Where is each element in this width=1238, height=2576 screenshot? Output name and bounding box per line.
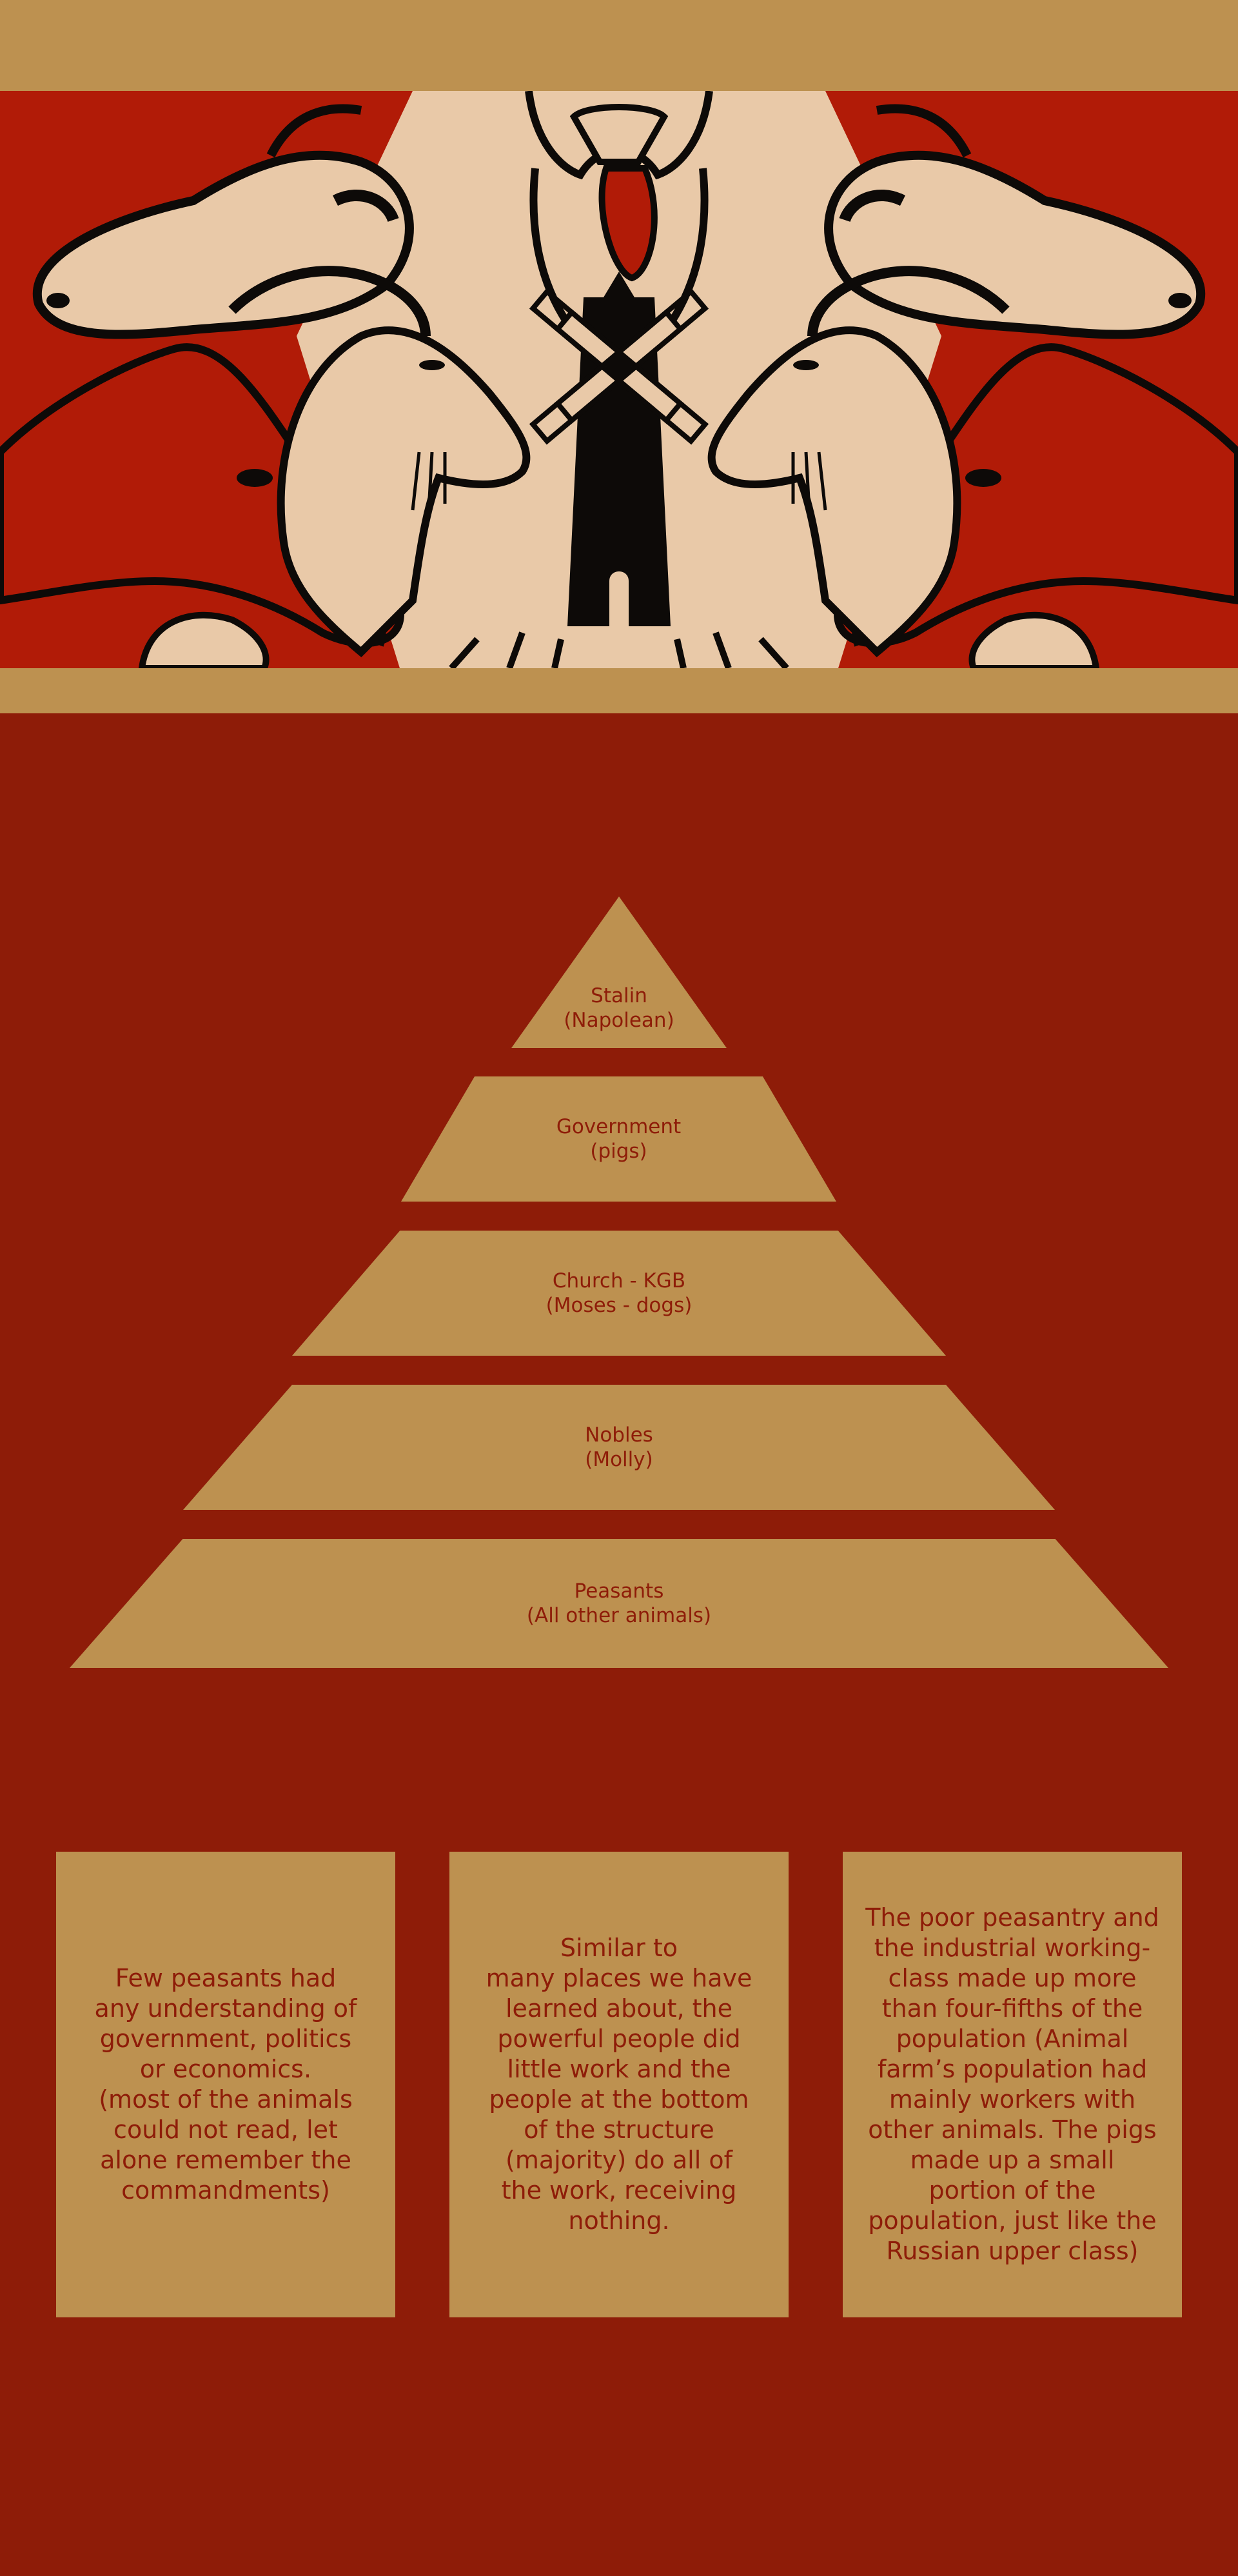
cow-icon <box>824 104 1206 339</box>
card-text: Similar to many places we have learned a… <box>486 1934 752 2235</box>
tier-subtitle: (Moses - dogs) <box>545 1294 693 1317</box>
info-card-power-structure: Similar to many places we have learned a… <box>449 1852 789 2317</box>
tier-subtitle: (Napolean) <box>564 1008 674 1032</box>
tier-subtitle: (All other animals) <box>526 1604 712 1627</box>
cow-icon <box>32 104 414 339</box>
pyramid-tier-stalin: Stalin (Napolean) <box>511 897 727 1048</box>
bottom-band <box>0 668 1238 713</box>
tier-title: Nobles <box>585 1423 653 1447</box>
top-band <box>0 0 1238 91</box>
windmill-icon <box>529 272 709 626</box>
pyramid-tier-nobles: Nobles (Molly) <box>183 1385 1055 1510</box>
pyramid-tier-government: Government (pigs) <box>401 1076 836 1202</box>
pyramid-tier-peasants: Peasants (All other animals) <box>70 1539 1168 1668</box>
tier-title: Church - KGB <box>552 1269 686 1293</box>
card-text: The poor peasantry and the industrial wo… <box>865 1903 1159 2265</box>
rooster-icon <box>525 91 713 326</box>
goat-icon <box>228 266 531 658</box>
tier-subtitle: (Molly) <box>585 1448 653 1471</box>
ground-lines-icon <box>449 631 789 668</box>
tier-title: Peasants <box>574 1580 664 1603</box>
tier-title: Stalin <box>591 984 647 1007</box>
tier-title: Government <box>556 1115 682 1138</box>
goat-icon <box>707 266 1010 658</box>
animal-farm-banner <box>0 91 1238 668</box>
info-card-peasant-knowledge: Few peasants had any understanding of go… <box>56 1852 395 2317</box>
pyramid-tier-church: Church - KGB (Moses - dogs) <box>292 1231 946 1356</box>
tier-subtitle: (pigs) <box>590 1140 647 1163</box>
card-text: Few peasants had any understanding of go… <box>94 1964 357 2204</box>
info-card-population: The poor peasantry and the industrial wo… <box>843 1852 1182 2317</box>
